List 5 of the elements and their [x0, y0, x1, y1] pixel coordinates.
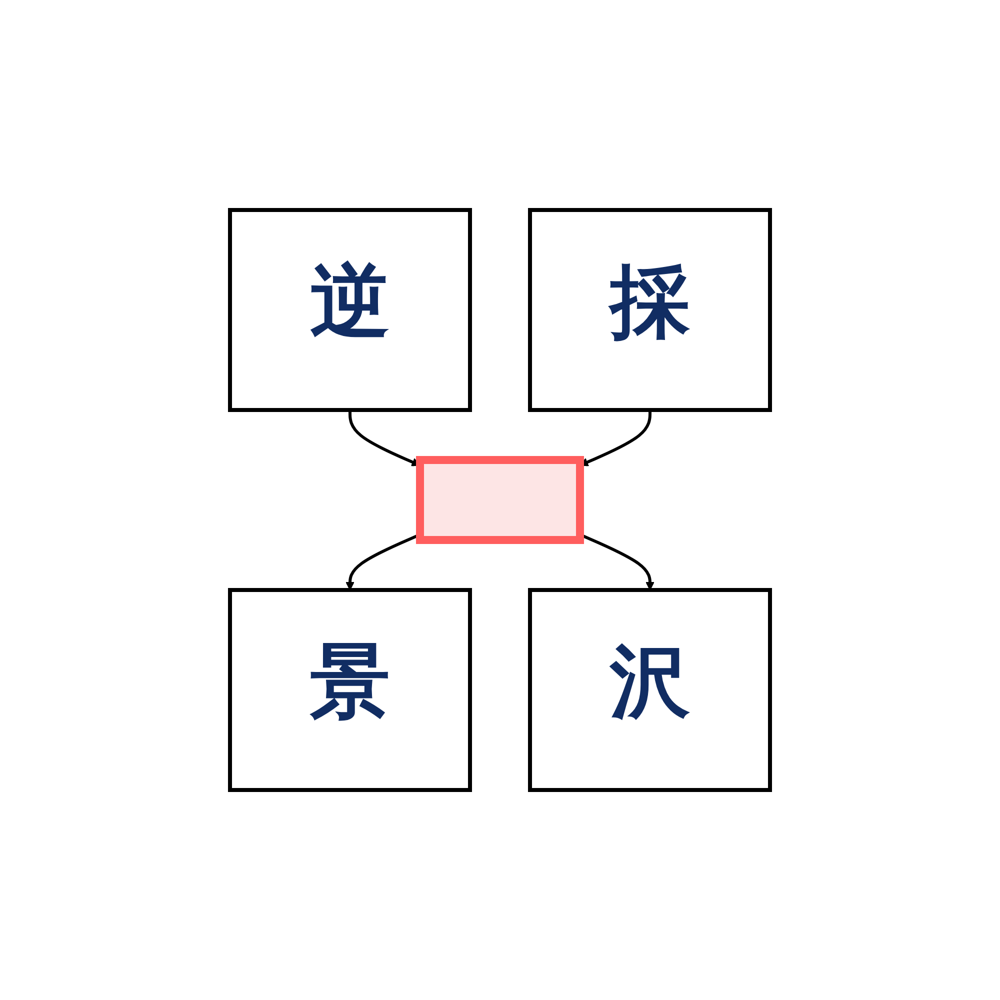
- node-box: 景: [228, 588, 472, 792]
- node-box: 沢: [528, 588, 772, 792]
- node-box: 採: [528, 208, 772, 412]
- node-box: 逆: [228, 208, 472, 412]
- node-box: [416, 456, 584, 544]
